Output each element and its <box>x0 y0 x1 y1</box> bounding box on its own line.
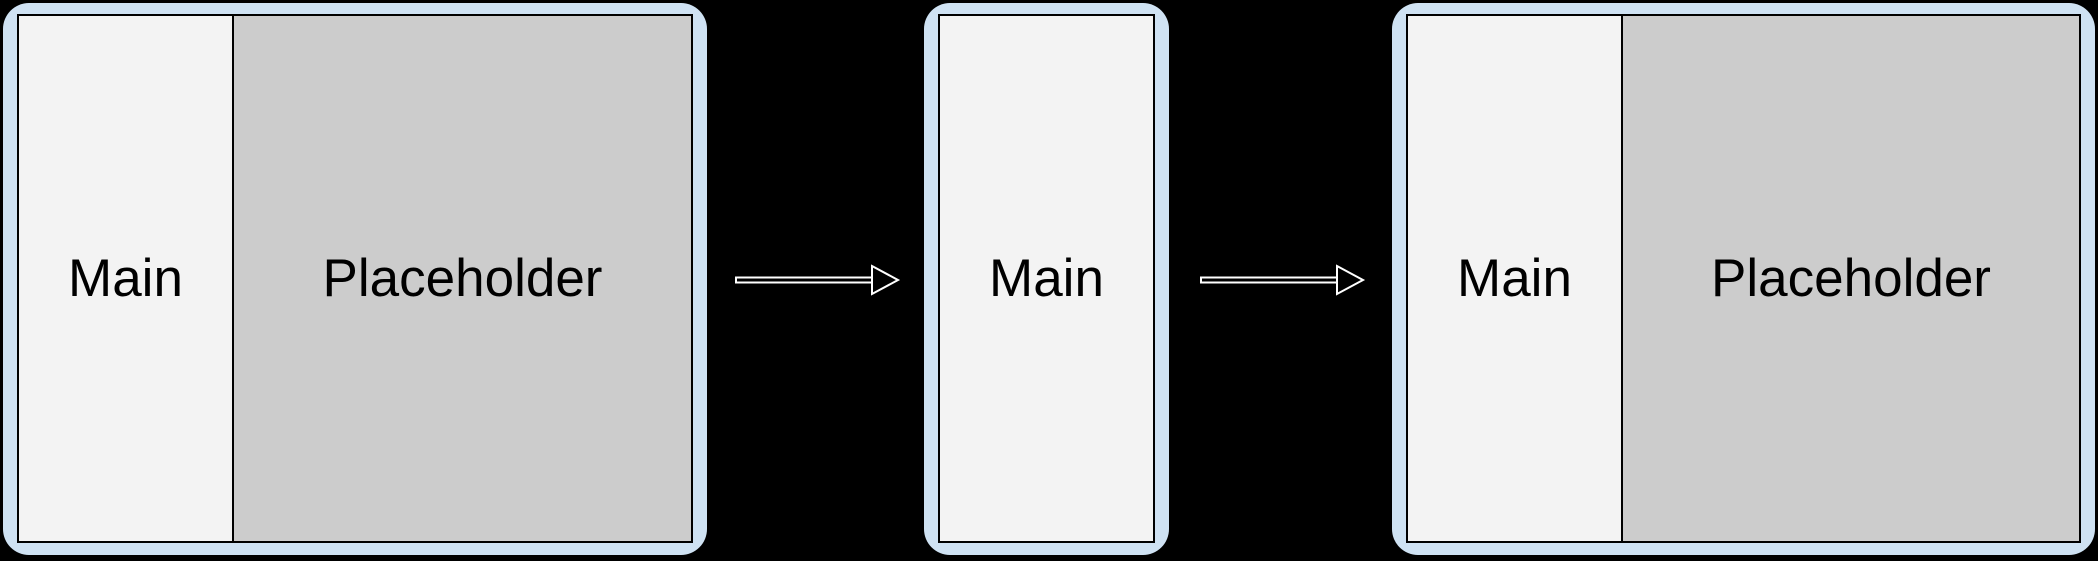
pane-container: Main Placeholder <box>1406 14 2081 543</box>
layout-panel-expanded-end: Main Placeholder <box>1392 3 2095 555</box>
pane-container: Main <box>938 14 1155 543</box>
pane-container: Main Placeholder <box>17 14 693 543</box>
right-arrow-icon <box>731 258 903 302</box>
placeholder-pane: Placeholder <box>232 16 691 541</box>
main-pane-label: Main <box>1457 249 1572 308</box>
main-pane-label: Main <box>68 249 183 308</box>
main-pane: Main <box>940 16 1153 541</box>
placeholder-pane-label: Placeholder <box>322 249 603 308</box>
layout-panel-compact: Main <box>924 3 1169 555</box>
layout-panel-expanded-start: Main Placeholder <box>3 3 707 555</box>
main-pane: Main <box>19 16 232 541</box>
placeholder-pane: Placeholder <box>1621 16 2079 541</box>
main-pane-label: Main <box>989 249 1104 308</box>
main-pane: Main <box>1408 16 1621 541</box>
right-arrow-icon <box>1196 258 1368 302</box>
placeholder-pane-label: Placeholder <box>1711 249 1991 308</box>
